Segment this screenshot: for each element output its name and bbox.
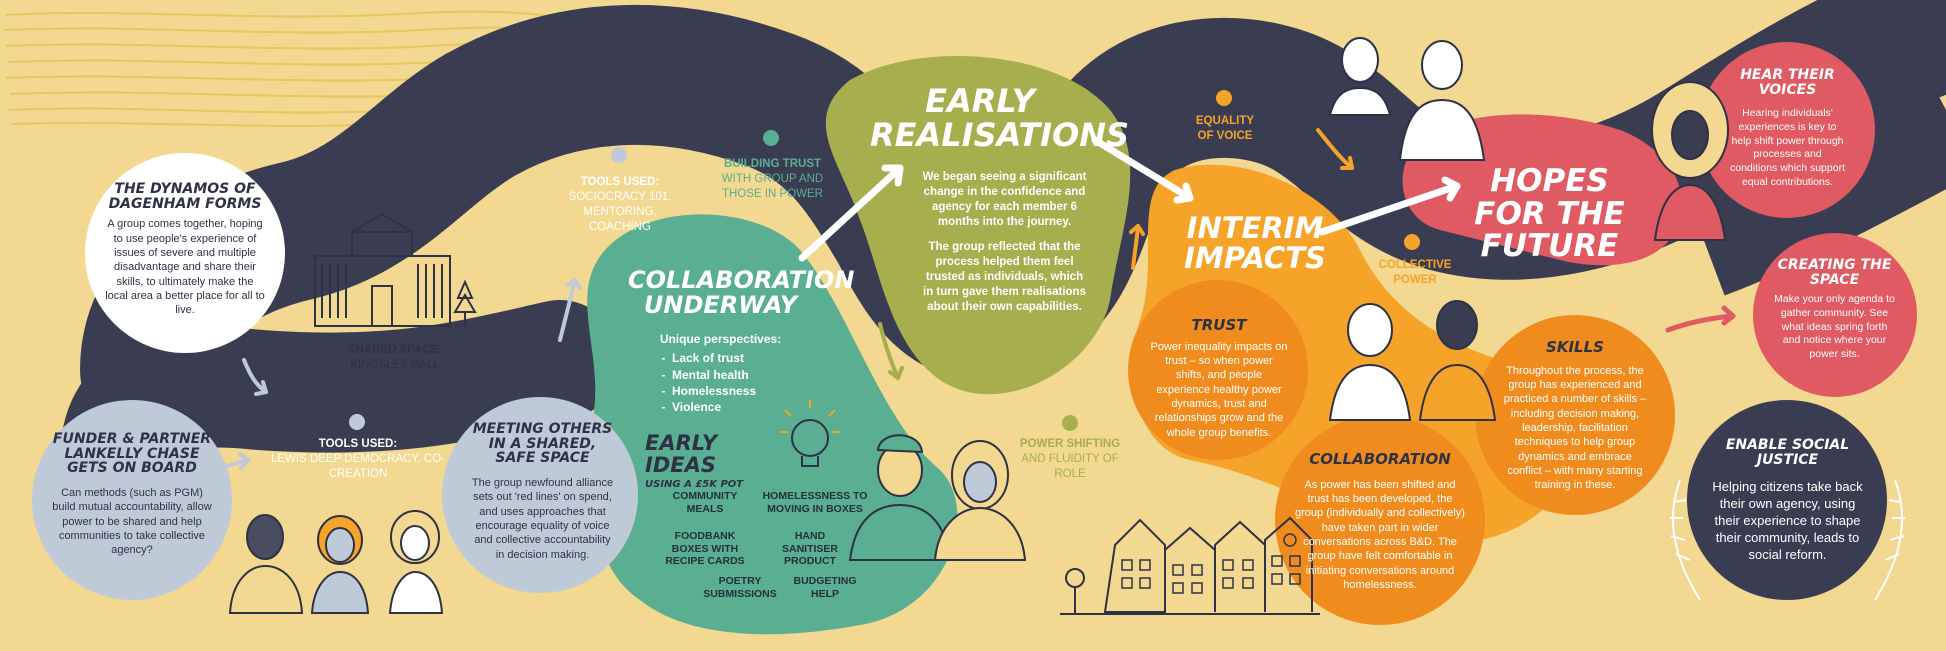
early-ideas-subtitle: using a £5k pot [645,479,744,491]
idea-item: Hand sanitiser product [781,530,838,568]
skills-title: Skills [1546,338,1604,356]
hear-voices-text: Hearing individuals' experiences is key … [1730,107,1845,188]
creating-space-title: Creating the space [1777,257,1892,288]
building-trust-label: Building trust with group and those in p… [721,158,824,200]
social-justice-circle [1687,400,1887,600]
idea-item: Budgeting help [793,575,857,600]
early-realisations-blob [825,56,1131,395]
dynamos-text: A group comes together, hoping to use pe… [105,218,265,317]
collaboration-title: Collaboration [1309,450,1451,468]
list-item: Homelessness [672,383,813,399]
person-man-top-2 [1398,40,1486,161]
meeting-title: Meeting others in a shared, safe space [472,421,613,467]
collaboration-section: Collaboration As power has been shifted … [1295,450,1465,592]
lightbulb-icon [780,400,840,467]
hear-voices-circle [1699,42,1875,218]
early-ideas-title: Early ideas [645,431,718,478]
collaboration-circle [1275,415,1485,625]
meeting-circle [442,397,638,593]
equality-of-voice-label: Equality of voice [1195,115,1255,142]
social-justice-text: Helping citizens take back their own age… [1712,479,1863,562]
person-woman-curly [1651,81,1729,241]
social-justice-section: Enable social justice Helping citizens t… [1710,438,1865,564]
hear-voices-section: Hear their voices Hearing individuals' e… [1730,68,1845,189]
creating-space-circle [1753,233,1917,397]
laurel-icon [1670,479,1905,601]
hopes-title: Hopes for the future [1474,163,1625,265]
trust-text: Power inequality impacts on trust – so w… [1150,340,1288,439]
tools-used-2: Tools used: Sociocracy 101, Mentoring, C… [568,176,672,233]
early-realisations-text: We began seeing a significant change in … [922,171,1087,313]
perspectives-list: Lack of trust Mental health Homelessness… [658,350,813,415]
person-woman-stripes [1328,303,1412,421]
dynamos-circle [85,153,285,353]
early-realisations-section: Early realisations [870,82,1130,154]
creating-space-section: Creating the space Make your only agenda… [1772,258,1897,362]
interim-impacts-title: Interim impacts [1184,211,1326,276]
skills-circle [1475,315,1675,515]
shared-space-label: Shared space: Kingsley Hall [347,344,443,371]
list-item: Lack of trust [672,350,813,366]
person-left-2 [310,515,370,614]
person-woman-hijab [933,440,1027,561]
collaboration-text: As power has been shifted and trust has … [1295,478,1465,591]
person-left-3 [388,510,444,614]
list-item: Violence [672,399,813,415]
houses-illustration [1060,516,1320,615]
idea-item: Foodbank boxes with recipe cards [665,530,745,568]
meeting-text: The group newfound alliance sets out 're… [471,477,614,561]
person-man-curly [1418,300,1497,421]
trust-section: Trust Power inequality impacts on trust … [1150,316,1288,440]
collaboration-underway-title: Collaboration underway [628,266,855,320]
unique-perspectives-label: Unique perspectives: [659,332,782,347]
idea-item: Community meals [672,490,738,515]
power-shifting-label: Power shifting and fluidity of role [1019,438,1121,480]
funder-title: Funder & Partner Lankelly Chase gets on … [52,431,212,477]
hear-voices-title: Hear their voices [1740,67,1835,98]
meeting-section: Meeting others in a shared, safe space T… [470,422,615,562]
trust-circle [1128,280,1308,460]
idea-item: Homelessness to moving in boxes [762,490,868,515]
dynamos-section: The Dynamos of Dagenham Forms A group co… [105,182,265,317]
collaboration-underway-section: Collaboration underway Unique perspectiv… [628,266,855,415]
skills-text: Throughout the process, the group has ex… [1503,364,1647,492]
early-ideas-section: Early ideas using a £5k pot [645,432,775,491]
person-man-top-1 [1328,37,1392,116]
funder-circle [32,400,232,600]
creating-space-text: Make your only agenda to gather communit… [1774,293,1895,360]
people-illustrations [228,37,1729,614]
funder-text: Can methods (such as PGM) build mutual a… [52,487,212,557]
funder-section: Funder & Partner Lankelly Chase gets on … [52,432,212,558]
skills-section: Skills Throughout the process, the group… [1500,338,1650,492]
early-realisations-title: Early realisations [870,82,1130,154]
tools-used-1: Tools used: Lewis Deep Democracy, Co-cre… [270,438,446,480]
dynamos-title: The Dynamos of Dagenham Forms [108,181,262,212]
collective-power-label: Collective power [1378,259,1452,286]
idea-item: Poetry submissions [703,575,777,600]
list-item: Mental health [672,367,813,383]
journey-arrows [211,128,1736,472]
social-justice-title: Enable social justice [1725,437,1850,468]
kingsley-hall-illustration [314,212,477,327]
person-left-1 [228,514,304,614]
trust-title: Trust [1191,316,1247,334]
